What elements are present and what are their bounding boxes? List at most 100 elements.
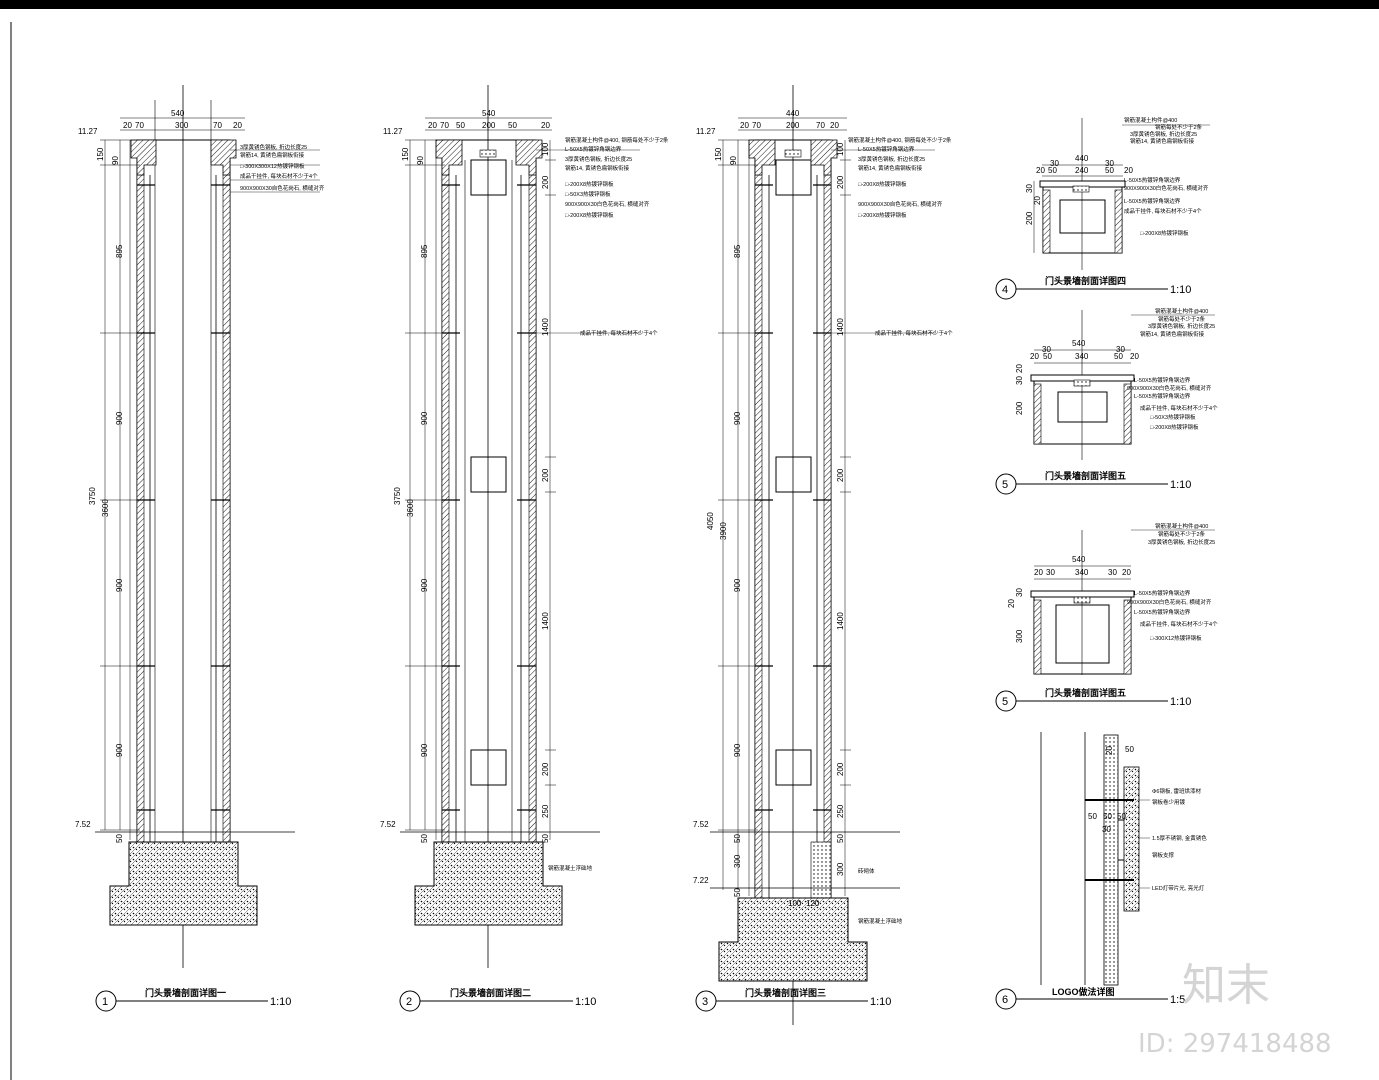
col2-dim-a: 20: [428, 121, 437, 130]
col2-dim-e: 20: [541, 121, 550, 130]
d5b-vdim-300: 300: [1015, 629, 1024, 643]
d5b-note-2: 钢筋每处不少于2条: [1158, 530, 1206, 538]
d6-scale: 1:5: [1170, 994, 1185, 1006]
col3-scale: 1:10: [870, 996, 891, 1008]
d6-detail-number: 6: [1002, 994, 1008, 1006]
d6-dim-a: 50: [1088, 812, 1097, 821]
col3-found-dim-b: 120: [806, 899, 820, 908]
col2-title: 门头景墙剖面详图二: [450, 987, 531, 998]
col3-note-5: □-200X8热镀锌钢板: [858, 180, 907, 188]
col3-vdim-300: 300: [733, 854, 742, 868]
col2-dim-c: 50: [456, 121, 465, 130]
d5b-vdim-30: 30: [1015, 588, 1024, 597]
d6-dim-b: 30: [1102, 825, 1111, 834]
col2-vdim-900c: 900: [420, 743, 429, 757]
d5-mid: 340: [1075, 352, 1089, 361]
col3-foundation-note: 钢筋混凝土浮础地: [858, 917, 903, 925]
col1-detail-number: 1: [102, 996, 108, 1008]
detail-4: 440 240 20 30 50 30 50 20 30 20 200 钢筋混凝…: [995, 116, 1210, 300]
d5-dim-a: 20: [1030, 352, 1039, 361]
col2-vdim-895: 895: [420, 244, 429, 258]
d4-dim-a: 20: [1036, 166, 1045, 175]
col2-note-2: L-50X5热镀锌角钢边界: [565, 145, 622, 153]
col2-note-3: 3厚黄锈色钢板, 折边长度25: [565, 155, 632, 163]
col3-rdim-1400a: 1400: [836, 318, 845, 336]
col3-note-7: □-200X8热镀锌钢板: [858, 211, 907, 219]
d5-dim-f: 20: [1130, 352, 1139, 361]
col3-note-2: L-50X5热镀锌角钢边界: [858, 145, 915, 153]
col2-foundation-note: 钢筋混凝土浮础地: [548, 864, 593, 872]
d4-title: 门头景墙剖面详图四: [1045, 275, 1126, 286]
section-1: 540 300 20 70 70 20 11.27 7.52 150 90 89…: [75, 85, 325, 1012]
d4-note-5: L-50X5热镀锌角钢边界: [1124, 176, 1181, 184]
col2-note-5: □-200X8热镀锌钢板: [565, 180, 614, 188]
d5b-note-4: L-50X5热镀锌角钢边界: [1134, 589, 1191, 597]
d5-top: 540: [1072, 339, 1086, 348]
col2-rdim-200b: 200: [541, 468, 550, 482]
col1-dim-b: 70: [135, 121, 144, 130]
col3-note-4: 钢筋14, 黄锈色扁钢板衔接: [858, 164, 923, 172]
col2-level-top: 11.27: [383, 127, 403, 136]
col2-rdim-1400a: 1400: [541, 318, 550, 336]
col3-vdim-50a: 50: [733, 834, 742, 843]
d5-dim-d: 30: [1116, 345, 1125, 354]
col2-dim-b: 70: [440, 121, 449, 130]
col1-note-2: 钢筋14, 黄锈色扁钢板衔接: [240, 151, 305, 159]
col3-width-total: 440: [786, 109, 800, 118]
d5-note-4: 钢筋14, 黄锈色扁钢板衔接: [1140, 330, 1205, 338]
col3-title: 门头景墙剖面详图三: [745, 987, 826, 998]
col2-note-1: 钢筋混凝土构件@400, 钢筋每处不少于2条: [565, 136, 669, 144]
d4-note-7: L-50X5热镀锌角钢边界: [1124, 197, 1181, 205]
col1-inner-height: 3600: [101, 499, 110, 517]
col3-dim-b: 70: [752, 121, 761, 130]
d4-note-2: 钢筋每处不少于2条: [1155, 123, 1203, 131]
d5b-note-1: 钢筋混凝土构件@400: [1155, 522, 1208, 530]
d4-dim-e: 50: [1105, 166, 1114, 175]
d6-note-4: 钢板支撑: [1152, 851, 1175, 859]
d6-title: LOGO做法详图: [1052, 986, 1115, 997]
col1-scale: 1:10: [270, 996, 291, 1008]
col2-rdim-200c: 200: [541, 762, 550, 776]
d5-note-2: 钢筋每处不少于2条: [1158, 315, 1206, 323]
col3-note-1: 钢筋混凝土构件@400, 钢筋每处不少于2条: [848, 136, 952, 144]
col2-note-4: 钢筋14, 黄锈色扁钢板衔接: [565, 164, 630, 172]
d4-note-4: 钢筋14, 黄锈色扁钢板衔接: [1130, 137, 1195, 145]
col3-mid-note: 成品干挂件, 每块石材不少于4个: [875, 329, 953, 337]
d6-vdim-20: 20: [1105, 746, 1114, 755]
d5-dim-e: 50: [1114, 352, 1123, 361]
col1-note-5: 900X900X30自色花岗石, 横缝对齐: [240, 184, 325, 192]
col3-note-6: 900X900X30自色花岗石, 横缝对齐: [858, 200, 943, 208]
d6-note-2: 钢板卷少用镀: [1152, 798, 1186, 806]
col2-scale: 1:10: [575, 996, 596, 1008]
col2-rdim-1400b: 1400: [541, 612, 550, 630]
col2-vdim-50: 50: [420, 834, 429, 843]
col3-found-dim-a: 100: [788, 899, 802, 908]
col1-vdim-895: 895: [115, 244, 124, 258]
col1-note-1: 3厚黄锈色钢板, 折边长度25: [240, 143, 307, 151]
d5-dim-b: 30: [1042, 345, 1051, 354]
d6-dim-c: 50: [1103, 812, 1112, 821]
d4-dim-b: 30: [1050, 159, 1059, 168]
d5-note-3: 3厚黄锈色钢板, 折边长度25: [1148, 322, 1215, 330]
col3-vdim-900c: 900: [733, 743, 742, 757]
d4-detail-number: 4: [1002, 284, 1008, 296]
d5b-scale: 1:10: [1170, 696, 1191, 708]
col1-dim-d: 20: [233, 121, 242, 130]
section-3: 440 200 20 70 70 20 11.27 7.52 7.22 150 …: [693, 85, 953, 1025]
d4-note-8: 成品干挂件, 每块石材不少于4个: [1124, 207, 1202, 215]
d5b-detail-number: 5: [1002, 696, 1008, 708]
watermark-id: ID: 297418488: [1138, 1029, 1332, 1059]
d4-dim-f: 20: [1124, 166, 1133, 175]
d5-vdim-20: 20: [1015, 364, 1024, 373]
d5b-note-5: 900X900X30白色花岗石, 横缝对齐: [1127, 598, 1212, 606]
d4-mid: 240: [1075, 166, 1089, 175]
col3-vdim-50b: 50: [733, 888, 742, 897]
col3-total-height: 4050: [706, 512, 715, 530]
col2-width-inner: 200: [482, 121, 496, 130]
col3-side-note: 砖砌体: [858, 867, 875, 875]
d5b-dim-c: 30: [1108, 568, 1117, 577]
col3-vdim-895: 895: [733, 244, 742, 258]
col1-title: 门头景墙剖面详图一: [145, 987, 226, 998]
col3-dim-a: 20: [740, 121, 749, 130]
